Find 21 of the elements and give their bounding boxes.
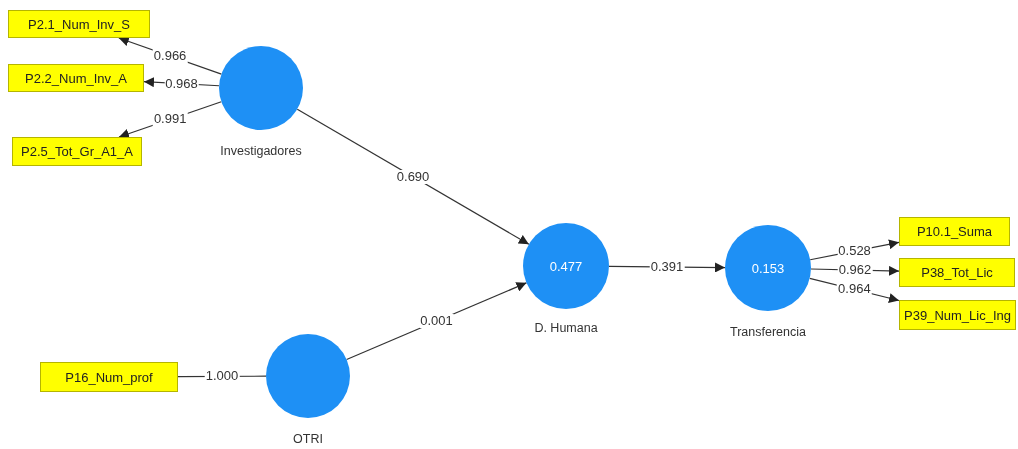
indicator-box: P10.1_Suma (899, 217, 1010, 246)
r-squared-value: 0.153 (751, 260, 785, 276)
arrow (296, 108, 530, 245)
construct-name: Investigadores (220, 144, 302, 158)
edge-label: 0.991 (152, 112, 188, 127)
edge-label: 0.966 (152, 49, 188, 64)
edge-label: 0.690 (395, 169, 431, 184)
construct-name: D. Humana (534, 321, 598, 335)
edge-label: 0.391 (649, 260, 685, 274)
indicator-box: P2.2_Num_Inv_A (8, 64, 144, 92)
indicator-box: P39_Num_Lic_Ing (899, 300, 1016, 330)
construct-name: Transferencia (730, 325, 806, 339)
edge-label: 0.968 (164, 76, 199, 91)
indicator-box: P2.1_Num_Inv_S (8, 10, 150, 38)
indicator-box: P2.5_Tot_Gr_A1_A (12, 137, 142, 166)
r-squared-value: 0.477 (549, 258, 583, 274)
indicator-box: P16_Num_prof (40, 362, 178, 392)
construct-name: OTRI (293, 432, 323, 446)
edge-label: 0.001 (419, 314, 454, 329)
edge-label: 0.964 (837, 282, 872, 297)
indicator-box: P38_Tot_Lic (899, 258, 1015, 287)
